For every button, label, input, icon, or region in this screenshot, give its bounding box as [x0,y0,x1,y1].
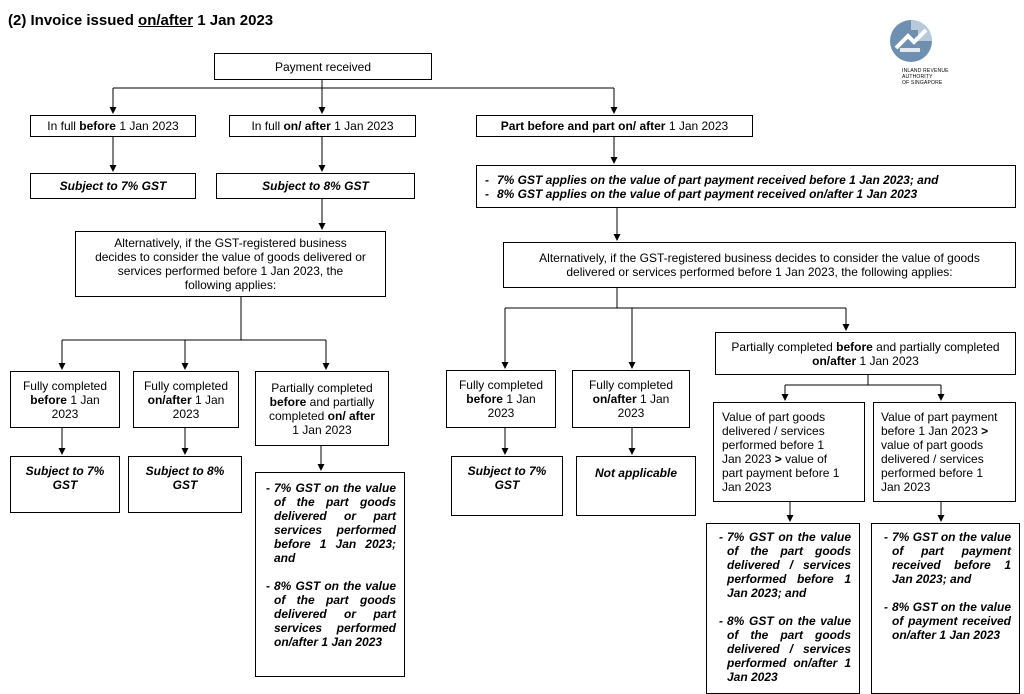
payment-received-box: Payment received [214,53,432,80]
iras-logo: INLAND REVENUE AUTHORITY OF SINGAPORE [884,18,964,90]
right-partially-completed-box: Partially completed before and partially… [715,332,1016,375]
right-fully-before-box: Fully completed before 1 Jan 2023 [446,370,556,428]
gst-item: -7% GST on the value of the part goods d… [719,530,851,600]
subject-8-gst-box: Subject to 8% GST [216,173,415,199]
gst-item: -7% GST on the value of part payment rec… [884,530,1011,586]
subject-7-gst-box: Subject to 7% GST [30,173,196,199]
part-before-part-after-box: Part before and part on/ after 1 Jan 202… [476,115,753,137]
gst-item: -8% GST on the value of payment received… [884,600,1011,642]
logo-text-2: AUTHORITY [902,74,933,80]
result-goods-box: -7% GST on the value of the part goods d… [706,523,860,694]
gst-item: -8% GST on the value of the part goods d… [719,614,851,684]
not-applicable-box: Not applicable [576,456,696,516]
right-result-7-box: Subject to 7% GST [451,456,563,516]
gst-item: -7% GST applies on the value of part pay… [485,172,939,187]
logo-text-3: OF SINGAPORE [902,80,943,86]
logo-mark [890,20,932,62]
right-alternative-box: Alternatively, if the GST-registered bus… [503,242,1016,288]
page-heading: (2) Invoice issued on/after 1 Jan 2023 [8,12,274,29]
left-result-8-box: Subject to 8% GST [128,456,242,513]
part-payment-gst-box: -7% GST applies on the value of part pay… [476,165,1016,208]
gst-item: -7% GST on the value of the part goods d… [266,481,396,565]
left-result-partial-box: -7% GST on the value of the part goods d… [255,472,405,677]
left-alternative-box: Alternatively, if the GST-registered bus… [75,231,386,297]
in-full-before-box: In full before 1 Jan 2023 [30,115,196,137]
left-fully-on-after-box: Fully completed on/after 1 Jan 2023 [133,371,239,428]
heading-underlined: on/after [138,12,194,29]
left-fully-before-box: Fully completed before 1 Jan 2023 [10,371,120,428]
right-fully-on-after-box: Fully completed on/after 1 Jan 2023 [572,370,690,428]
gst-item: -8% GST applies on the value of part pay… [485,186,918,201]
left-result-7-box: Subject to 7% GST [10,456,120,513]
goods-greater-than-payment-box: Value of part goods delivered / services… [713,402,865,502]
logo-text-1: INLAND REVENUE [902,68,949,74]
result-payment-box: -7% GST on the value of part payment rec… [871,523,1020,694]
payment-greater-than-goods-box: Value of part payment before 1 Jan 2023 … [873,402,1016,502]
gst-item: -8% GST on the value of the part goods d… [266,579,396,649]
in-full-on-after-box: In full on/ after 1 Jan 2023 [229,115,416,137]
left-partially-completed-box: Partially completed before and partially… [255,371,389,446]
